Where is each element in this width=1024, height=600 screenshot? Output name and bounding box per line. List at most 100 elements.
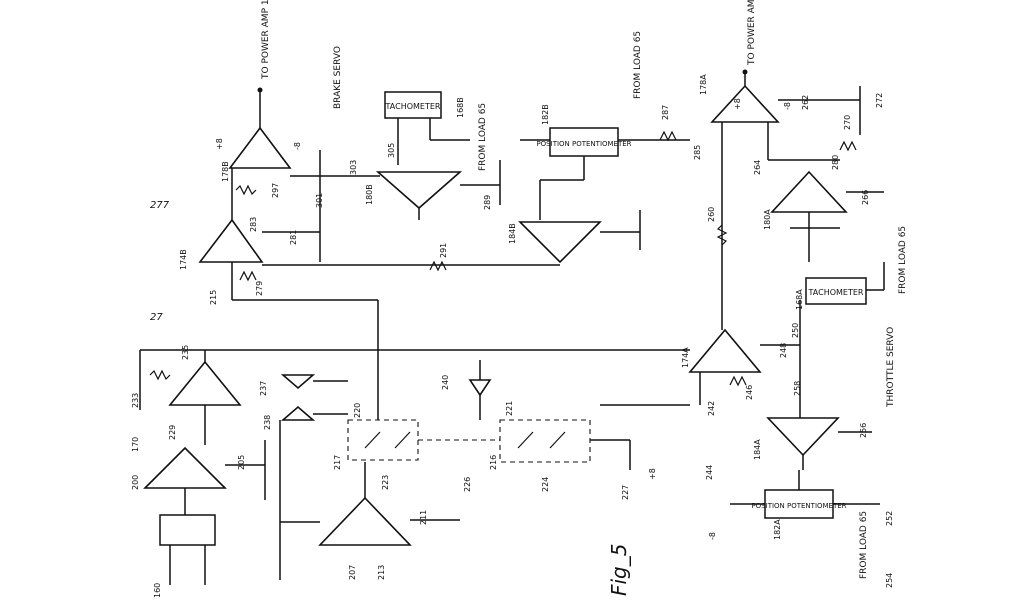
ref-270: 270 xyxy=(843,115,852,130)
switch-contact xyxy=(549,431,566,449)
ref-279: 279 xyxy=(255,281,264,296)
resistor-246 xyxy=(729,375,747,387)
to-power-amp-left-label: TO POWER AMP 192 xyxy=(261,0,271,80)
throttle-servo-label: THROTTLE SERVO xyxy=(886,327,896,408)
ref-178a: 178A xyxy=(699,74,708,95)
from-load-pot-bottom-label: FROM LOAD 65 xyxy=(859,511,869,579)
ref-226: 226 xyxy=(463,477,472,492)
buffer-238 xyxy=(280,405,316,421)
ref-200: 200 xyxy=(131,475,140,490)
resistor-291 xyxy=(429,260,447,272)
ref-281: 281 xyxy=(289,230,298,245)
ref-180a: 180A xyxy=(763,209,772,230)
supply-minus-8: -8 xyxy=(293,142,302,150)
ref-170: 170 xyxy=(131,437,140,452)
ref-277: 277 xyxy=(150,200,170,211)
tachometer-bottom-label: TACHOMETER xyxy=(808,288,864,297)
to-power-amp-right-label: TO POWER AMP 192 xyxy=(747,0,757,66)
ref-256: 256 xyxy=(859,423,868,438)
ref-216: 216 xyxy=(489,455,498,470)
ref-301: 301 xyxy=(315,193,324,208)
ref-252: 252 xyxy=(885,511,894,526)
ref-237: 237 xyxy=(259,381,268,396)
ref-213: 213 xyxy=(377,565,386,580)
ref-178b: 178B xyxy=(221,161,230,182)
junction xyxy=(742,69,748,75)
ref-174b: 174B xyxy=(179,249,188,270)
ref-272: 272 xyxy=(875,93,884,108)
supply-minus-8: -8 xyxy=(783,102,792,110)
ref-305: 305 xyxy=(387,143,396,158)
figure-caption: Fig_5 xyxy=(607,544,631,596)
ref-287: 287 xyxy=(661,105,670,120)
ref-205: 205 xyxy=(237,455,246,470)
position-potentiometer-top-label: POSITION POTENTIOMETER xyxy=(536,140,631,148)
ref-254: 254 xyxy=(885,573,894,588)
ref-246: 246 xyxy=(745,385,754,400)
ref-289: 289 xyxy=(483,195,492,210)
ref-283: 283 xyxy=(249,217,258,232)
op-amp-184b xyxy=(518,221,602,264)
ref-260: 260 xyxy=(707,207,716,222)
switch-contact xyxy=(394,431,411,449)
ref-207: 207 xyxy=(348,565,357,580)
buffer-237 xyxy=(280,374,316,390)
ref-266: 266 xyxy=(861,190,870,205)
switch-contact xyxy=(517,431,534,449)
ref-258: 258 xyxy=(793,381,802,396)
ref-303: 303 xyxy=(349,160,358,175)
ref-184b: 184B xyxy=(508,223,517,244)
resistor-287 xyxy=(659,130,677,142)
ref-174a: 174A xyxy=(681,347,690,368)
supply-plus-8: +8 xyxy=(733,98,742,110)
ref-168b: 168B xyxy=(456,97,465,118)
brake-servo-label: BRAKE SERVO xyxy=(333,46,343,109)
from-load-tach-bottom-label: FROM LOAD 65 xyxy=(898,226,908,294)
ref-184a: 184A xyxy=(753,439,762,460)
supply-minus-8: -8 xyxy=(708,532,717,540)
position-potentiometer-bottom-label: POSITION POTENTIOMETER xyxy=(751,502,846,510)
ref-242: 242 xyxy=(707,401,716,416)
switch-block-221 xyxy=(499,419,591,463)
op-amp-180b xyxy=(375,171,463,210)
ref-224: 224 xyxy=(541,477,550,492)
resistor-280 xyxy=(839,140,857,152)
ref-280: 280 xyxy=(831,155,840,170)
op-amp-184a xyxy=(766,417,840,457)
ref-248: 248 xyxy=(779,343,788,358)
ref-27: 27 xyxy=(150,312,163,323)
ref-227: 227 xyxy=(621,485,630,500)
op-amp-174a xyxy=(688,328,762,373)
tachometer-top-label: TACHOMETER xyxy=(385,102,441,111)
op-amp-207 xyxy=(318,496,412,546)
ref-221: 221 xyxy=(505,401,514,416)
op-amp-178a xyxy=(710,84,780,123)
ref-211: 211 xyxy=(419,510,428,525)
tachometer-bottom-block xyxy=(805,277,867,305)
supply-plus-8: +8 xyxy=(648,468,657,480)
from-load-pot-top-label: FROM LOAD 65 xyxy=(633,31,643,99)
ref-264: 264 xyxy=(753,160,762,175)
resistor-279 xyxy=(239,270,257,282)
resistor-233 xyxy=(149,369,171,381)
ref-217: 217 xyxy=(333,455,342,470)
ref-180b: 180B xyxy=(365,184,374,205)
ref-182b: 182B xyxy=(541,104,550,125)
ref-244: 244 xyxy=(705,465,714,480)
ref-182a: 182A xyxy=(773,519,782,540)
ref-168a: 168A xyxy=(795,289,804,310)
ref-285: 285 xyxy=(693,145,702,160)
op-amp-174b xyxy=(198,218,264,263)
ref-223: 223 xyxy=(381,475,390,490)
ref-297: 297 xyxy=(271,183,280,198)
switch-contact xyxy=(364,431,381,449)
ref-233: 233 xyxy=(131,393,140,408)
resistor xyxy=(235,184,257,196)
ref-160: 160 xyxy=(153,583,162,598)
ref-238: 238 xyxy=(263,415,272,430)
from-load-tach-top-label: FROM LOAD 65 xyxy=(478,103,488,171)
ref-240: 240 xyxy=(441,375,450,390)
supply-plus-8: +8 xyxy=(215,138,224,150)
